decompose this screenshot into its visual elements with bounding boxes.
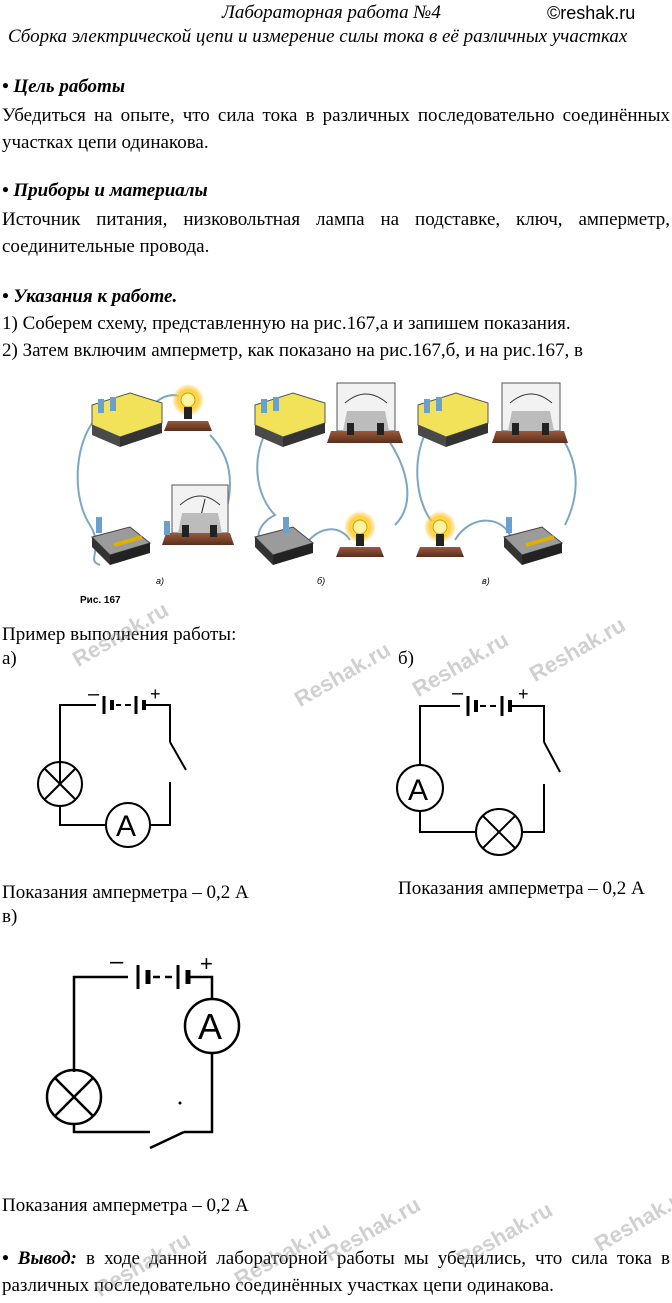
photo-label-b: б) [317,576,325,586]
example-intro: Пример выполнения работы: [2,624,237,645]
photo-label-c: в) [482,576,490,586]
instructions-heading: • Указания к работе. [2,286,178,307]
setup-c: в) [416,382,577,586]
reading-c: Показания амперметра – 0,2 А [2,1195,249,1216]
circuit-diagram-a: – + A [37,683,187,848]
page-title: Лабораторная работа №4 [222,2,441,23]
setup-a: а) [76,384,234,586]
instruction-step-2: 2) Затем включим амперметр, как показано… [2,340,583,361]
goal-text: Убедиться на опыте, что сила тока в разл… [2,105,670,153]
plus-sign-a: + [150,684,161,704]
reading-b: Показания амперметра – 0,2 А [398,878,645,899]
minus-sign-b: – [452,682,464,704]
conclusion: • Вывод: в ходе данной лабораторной рабо… [2,1245,670,1299]
photo-label-a: а) [156,576,164,586]
reading-a: Показания амперметра – 0,2 А [2,882,249,903]
diagram-a-label: а) [2,648,17,669]
conclusion-text: в ходе данной лабораторной работы мы убе… [2,1248,670,1296]
instruction-step-1: 1) Соберем схему, представленную на рис.… [2,313,571,334]
minus-sign-a: – [88,683,100,705]
diagram-b-label: б) [398,648,414,669]
materials-heading: • Приборы и материалы [2,180,208,201]
copyright-text: ©reshak.ru [547,3,636,23]
diagram-c-label: в) [2,906,18,927]
figure-caption: Рис. 167 [80,595,121,606]
plus-sign-b: + [518,684,529,704]
ammeter-symbol-a: A [116,810,136,843]
lab-setup-figure: а) б) [76,382,577,606]
goal-heading: • Цель работы [2,76,126,97]
materials-text: Источник питания, низковольтная лампа на… [2,209,670,257]
setup-b: б) [254,382,409,586]
minus-sign-c: – [110,948,124,975]
plus-sign-c: + [200,951,213,976]
conclusion-label: • Вывод: [2,1248,77,1269]
circuit-diagram-b: – + A [396,682,561,856]
ammeter-symbol-c: A [198,1006,222,1047]
ammeter-symbol-b: A [408,774,428,807]
page-subtitle: Сборка электрической цепи и измерение си… [8,26,628,47]
circuit-diagram-c: – + A [45,948,241,1150]
